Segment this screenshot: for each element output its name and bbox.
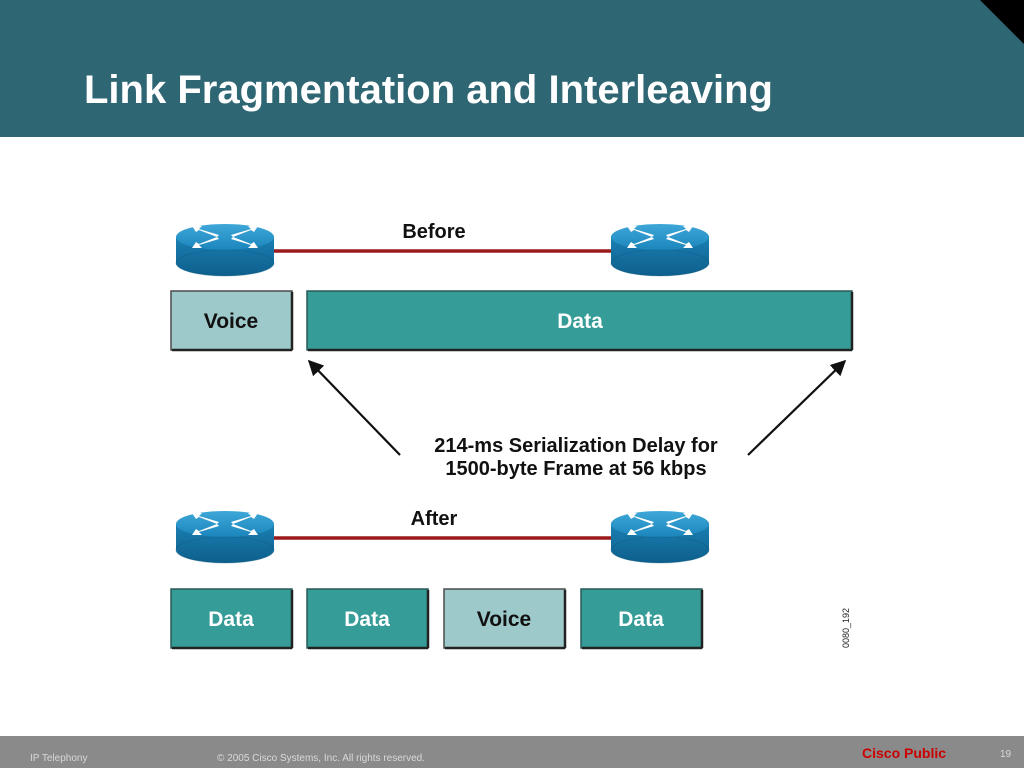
after-label: After <box>411 508 458 530</box>
after-data-frame-1: Data <box>170 588 294 650</box>
frame-label: Data <box>557 310 603 333</box>
left-arrow <box>307 359 401 456</box>
frame-label: Data <box>344 608 390 631</box>
footer-section: IP Telephony <box>30 753 88 764</box>
router-icon <box>610 510 710 564</box>
figure-code: 0080_192 <box>841 608 851 648</box>
before-section: Before Voice Data <box>170 221 854 352</box>
before-data-frame: Data <box>306 290 854 352</box>
delay-caption-line2: 1500-byte Frame at 56 kbps <box>445 458 706 480</box>
footer-classification: Cisco Public <box>862 745 947 761</box>
page-title: Link Fragmentation and Interleaving <box>84 68 773 112</box>
before-label: Before <box>402 221 465 243</box>
right-arrow <box>747 359 847 456</box>
frame-label: Data <box>208 608 254 631</box>
footer-bar <box>0 736 1024 768</box>
serialization-delay-annotation: 214-ms Serialization Delay for 1500-byte… <box>307 359 847 480</box>
before-voice-frame: Voice <box>170 290 294 352</box>
router-icon <box>610 223 710 277</box>
page-number: 19 <box>1000 749 1012 760</box>
after-voice-frame: Voice <box>443 588 567 650</box>
after-section: After Data Data Voice <box>170 508 710 650</box>
footer-copyright: © 2005 Cisco Systems, Inc. All rights re… <box>217 753 426 764</box>
title-bar <box>0 0 1024 137</box>
frame-label: Voice <box>204 310 258 333</box>
frame-label: Data <box>618 608 664 631</box>
after-data-frame-3: Data <box>580 588 704 650</box>
router-icon <box>175 510 275 564</box>
delay-caption-line1: 214-ms Serialization Delay for <box>434 435 718 457</box>
title-corner-decoration <box>980 0 1024 44</box>
after-data-frame-2: Data <box>306 588 430 650</box>
router-icon <box>175 223 275 277</box>
frame-label: Voice <box>477 608 531 631</box>
